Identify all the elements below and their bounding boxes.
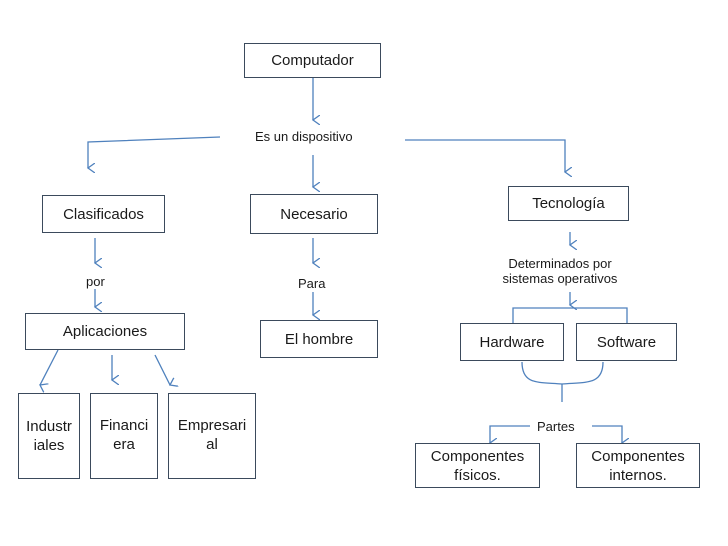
- node-necesario-text: Necesario: [280, 205, 348, 223]
- node-aplicaciones: Aplicaciones: [25, 313, 185, 350]
- label-para: Para: [298, 276, 326, 291]
- node-industriales-text: Industr iales: [26, 418, 72, 454]
- node-financiera-text: Financi era: [99, 417, 149, 453]
- label-determinados: Determinados por sistemas operativos: [490, 256, 630, 286]
- node-hardware-text: Hardware: [479, 333, 545, 351]
- node-componentes-fisicos: Componentes físicos.: [415, 443, 540, 488]
- node-software: Software: [576, 323, 677, 361]
- node-computador: Computador: [244, 43, 381, 78]
- node-tecnologia-text: Tecnología: [532, 195, 605, 212]
- node-financiera: Financi era: [90, 393, 158, 479]
- node-el-hombre: El hombre: [260, 320, 378, 358]
- node-hardware: Hardware: [460, 323, 564, 361]
- node-clasificados: Clasificados: [42, 195, 165, 233]
- node-necesario: Necesario: [250, 194, 378, 234]
- node-clasificados-text: Clasificados: [63, 205, 144, 223]
- node-empresarial: Empresari al: [168, 393, 256, 479]
- node-componentes-fisicos-text: Componentes físicos.: [430, 447, 525, 484]
- label-es-un-dispositivo: Es un dispositivo: [255, 129, 353, 144]
- node-componentes-internos-text: Componentes internos.: [591, 447, 685, 484]
- node-aplicaciones-text: Aplicaciones: [62, 323, 148, 340]
- node-software-text: Software: [596, 333, 657, 351]
- node-computador-text: Computador: [271, 52, 354, 69]
- node-componentes-internos: Componentes internos.: [576, 443, 700, 488]
- node-empresarial-text: Empresari al: [177, 417, 247, 453]
- node-industriales: Industr iales: [18, 393, 80, 479]
- node-tecnologia: Tecnología: [508, 186, 629, 221]
- node-el-hombre-text: El hombre: [284, 330, 354, 348]
- label-por: por: [86, 274, 105, 289]
- label-partes: Partes: [537, 419, 575, 434]
